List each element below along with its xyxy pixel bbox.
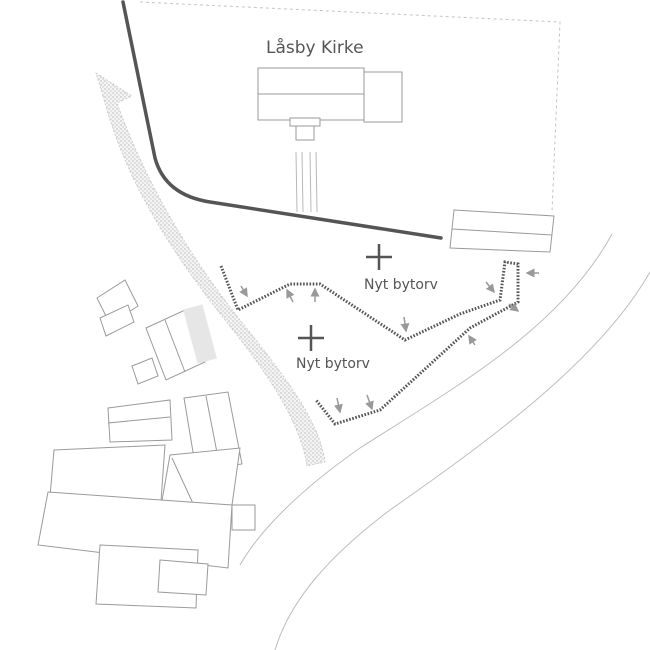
town-square-outline xyxy=(219,260,520,426)
town-square-label-lower: Nyt bytorv xyxy=(296,356,370,372)
building-east xyxy=(449,209,555,253)
pedestrian-path xyxy=(95,72,326,467)
arrow-icon xyxy=(239,285,248,298)
plus-icon xyxy=(298,325,324,351)
road-edge-inner xyxy=(239,233,613,566)
church-label: Låsby Kirke xyxy=(266,38,364,58)
arrow-icon xyxy=(468,334,477,346)
arrow-icon xyxy=(485,281,495,294)
arrow-icon xyxy=(334,397,343,414)
church-building xyxy=(257,67,403,141)
arrow-icon xyxy=(508,302,520,312)
buildings-west xyxy=(37,279,256,609)
arrow-icon xyxy=(365,394,374,411)
plus-icon xyxy=(366,244,392,270)
shaded-area xyxy=(183,304,217,364)
road-edge-outer xyxy=(274,271,650,650)
church-property-boundary xyxy=(139,1,561,213)
main-road xyxy=(121,0,443,240)
church-access-path xyxy=(295,151,318,213)
town-square-label-upper: Nyt bytorv xyxy=(364,277,438,293)
flow-arrows xyxy=(239,268,539,414)
arrow-icon xyxy=(286,288,295,303)
arrow-icon xyxy=(400,316,410,333)
